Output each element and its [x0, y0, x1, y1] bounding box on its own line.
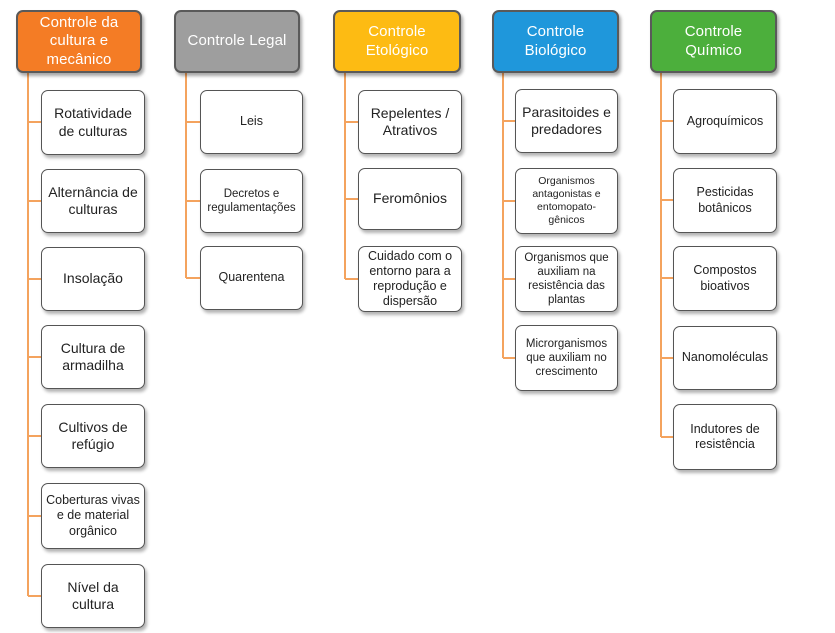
item-agroquimicos: Agroquímicos [673, 89, 777, 154]
item-pesticidas-botanicos: Pesticidas botânicos [673, 168, 777, 233]
item-nivel-cultura: Nível da cultura [41, 564, 145, 628]
item-cultivos-refugio: Cultivos de refúgio [41, 404, 145, 468]
group-head-etologico: Controle Etológico [333, 10, 461, 73]
item-organismos-resistencia: Organismos que auxiliam na resistência d… [515, 246, 618, 312]
item-coberturas: Coberturas vivas e de material orgânico [41, 483, 145, 549]
group-head-cultural-mechanical: Controle da cultura e mecânico [16, 10, 142, 73]
item-microrganismos: Microrganismos que auxiliam no crescimen… [515, 325, 618, 391]
item-cuidado-entorno: Cuidado com o entorno para a reprodução … [358, 246, 462, 312]
item-decretos: Decretos e regulamentações [200, 169, 303, 233]
item-feromonios: Feromônios [358, 168, 462, 230]
item-leis: Leis [200, 90, 303, 154]
item-indutores-resistencia: Indutores de resistência [673, 404, 777, 470]
item-nanomoleculas: Nanomoléculas [673, 326, 777, 390]
item-repelentes: Repelentes / Atrativos [358, 90, 462, 154]
item-organismos-antagonistas: Organismos antagonistas e entomopato-gên… [515, 168, 618, 234]
item-insolacao: Insolação [41, 247, 145, 311]
item-compostos-bioativos: Compostos bioativos [673, 246, 777, 311]
item-alternancia: Alternância de culturas [41, 169, 145, 233]
item-quarentena: Quarentena [200, 246, 303, 310]
item-rotatividade: Rotatividade de culturas [41, 90, 145, 155]
group-head-quimico: Controle Químico [650, 10, 777, 73]
group-head-legal: Controle Legal [174, 10, 300, 73]
item-parasitoides: Parasitoides e predadores [515, 89, 618, 153]
group-head-biologico: Controle Biológico [492, 10, 619, 73]
item-cultura-armadilha: Cultura de armadilha [41, 325, 145, 389]
